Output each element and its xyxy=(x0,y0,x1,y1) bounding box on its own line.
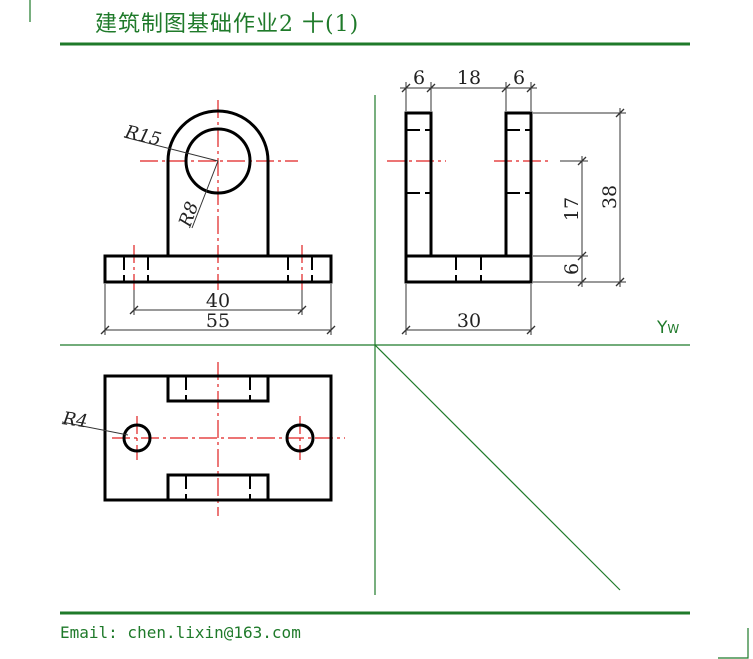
radius-r8-label: R8 xyxy=(175,199,204,231)
side-hidden-lines xyxy=(406,129,531,282)
radius-r15-label: R15 xyxy=(122,121,163,150)
side-dim-ticks xyxy=(401,83,625,335)
dim-40-label: 40 xyxy=(206,290,230,312)
top-hidden-lines xyxy=(185,376,251,500)
dim-17-label: 17 xyxy=(561,197,583,221)
top-outline xyxy=(103,374,333,502)
dim-30-label: 30 xyxy=(457,310,481,332)
front-dim-ticks xyxy=(100,305,336,335)
dim-6-base-label: 6 xyxy=(561,263,583,275)
dim-55-label: 55 xyxy=(206,310,230,332)
yw-sub: W xyxy=(667,322,680,336)
front-hidden-lines xyxy=(123,255,313,282)
radius-r4-label: R4 xyxy=(60,408,89,432)
frame-lines xyxy=(29,0,749,659)
side-outline xyxy=(404,111,533,284)
top-center-lines xyxy=(112,362,345,516)
side-view: 6 18 6 30 17 6 38 xyxy=(387,67,626,335)
front-outline xyxy=(103,109,333,284)
yw-axis-label: YW xyxy=(657,318,679,338)
dim-38-label: 38 xyxy=(599,185,621,209)
page-title: 建筑制图基础作业2 十(1) xyxy=(95,12,360,37)
radius-r4-leader xyxy=(61,421,129,436)
front-radius-leaders xyxy=(123,136,219,229)
dim-6-right-label: 6 xyxy=(513,67,525,89)
dim-18-label: 18 xyxy=(457,67,481,89)
dim-6-left-label: 6 xyxy=(413,67,425,89)
side-dimension-lines xyxy=(400,82,626,335)
footer-email: Email: chen.lixin@163.com xyxy=(60,623,301,642)
front-dimension-lines xyxy=(104,284,332,335)
top-view: R4 xyxy=(60,362,345,516)
front-view: R15 R8 40 55 xyxy=(100,100,336,335)
yw-main: Y xyxy=(657,318,668,338)
